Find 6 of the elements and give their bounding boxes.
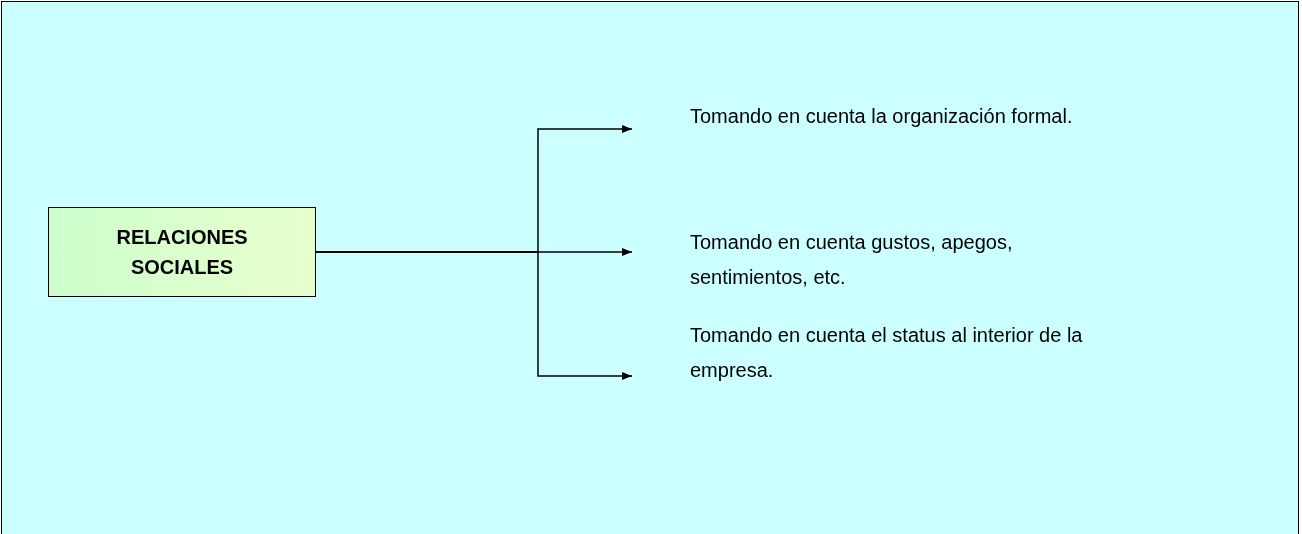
branch-text: Tomando en cuenta el status al interior de la empresa. bbox=[690, 323, 1084, 383]
branch-text: Tomando en cuenta gustos, apegos, sentimientos, etc. bbox=[690, 230, 1014, 290]
branch-text: Tomando en cuenta la organización formal. bbox=[690, 104, 1074, 129]
process-box bbox=[48, 207, 316, 297]
node-label: RELACIONES SOCIALES bbox=[115, 225, 249, 280]
connector-arrow bbox=[315, 251, 633, 380]
